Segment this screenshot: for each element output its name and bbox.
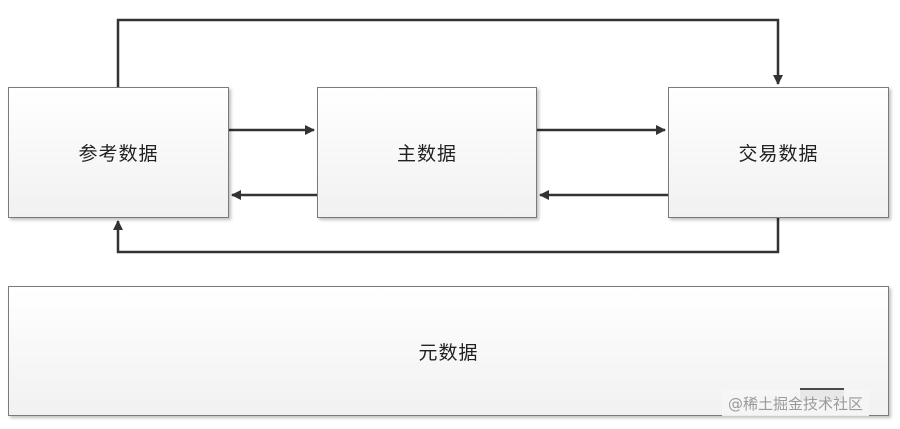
node-master-data: 主数据 <box>317 87 537 218</box>
node-transaction-data: 交易数据 <box>668 87 889 218</box>
node-reference-label: 参考数据 <box>78 143 159 165</box>
arrow-transaction-to-reference <box>113 218 780 254</box>
node-master-label: 主数据 <box>396 143 457 165</box>
arrow-reference-to-transaction <box>116 18 783 87</box>
node-transaction-label: 交易数据 <box>738 143 819 165</box>
watermark-text: @稀土掘金技术社区 <box>728 394 864 413</box>
watermark: @稀土掘金技术社区 <box>722 390 870 416</box>
node-metadata-label: 元数据 <box>418 341 479 364</box>
node-reference-data: 参考数据 <box>8 87 229 218</box>
